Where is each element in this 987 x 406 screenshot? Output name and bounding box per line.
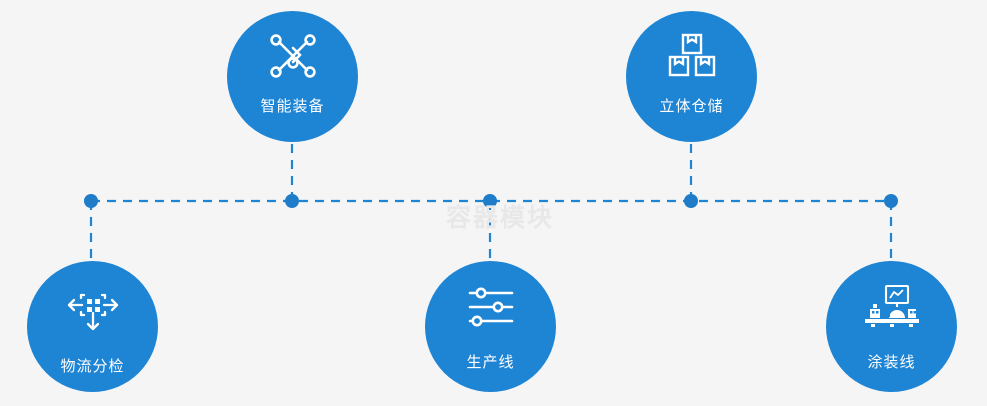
- bus-dot: [884, 194, 898, 208]
- sorting-arrows-icon: [65, 285, 121, 333]
- bus-dot: [84, 194, 98, 208]
- node-label: 生产线: [466, 354, 515, 371]
- bus-dot: [483, 194, 497, 208]
- node-logistics-sorting[interactable]: 物流分检: [27, 261, 158, 392]
- node-label: 智能装备: [260, 98, 325, 115]
- bus-dot: [285, 194, 299, 208]
- node-production-line[interactable]: 生产线: [425, 261, 556, 392]
- node-painting-line[interactable]: 涂装线: [826, 261, 957, 392]
- node-stereoscopic-storage[interactable]: 立体仓储: [626, 11, 757, 142]
- bus-dot: [684, 194, 698, 208]
- node-label: 物流分检: [60, 358, 125, 375]
- node-label: 涂装线: [867, 354, 916, 371]
- sliders-icon: [467, 285, 515, 329]
- factory-machine-icon: [863, 284, 921, 329]
- node-intelligent-equipment[interactable]: 智能装备: [227, 11, 358, 142]
- stacked-boxes-icon: [667, 33, 717, 79]
- watermark-text: 容器模块: [445, 204, 554, 232]
- node-label: 立体仓储: [659, 98, 724, 115]
- network-nodes-icon: [267, 33, 319, 79]
